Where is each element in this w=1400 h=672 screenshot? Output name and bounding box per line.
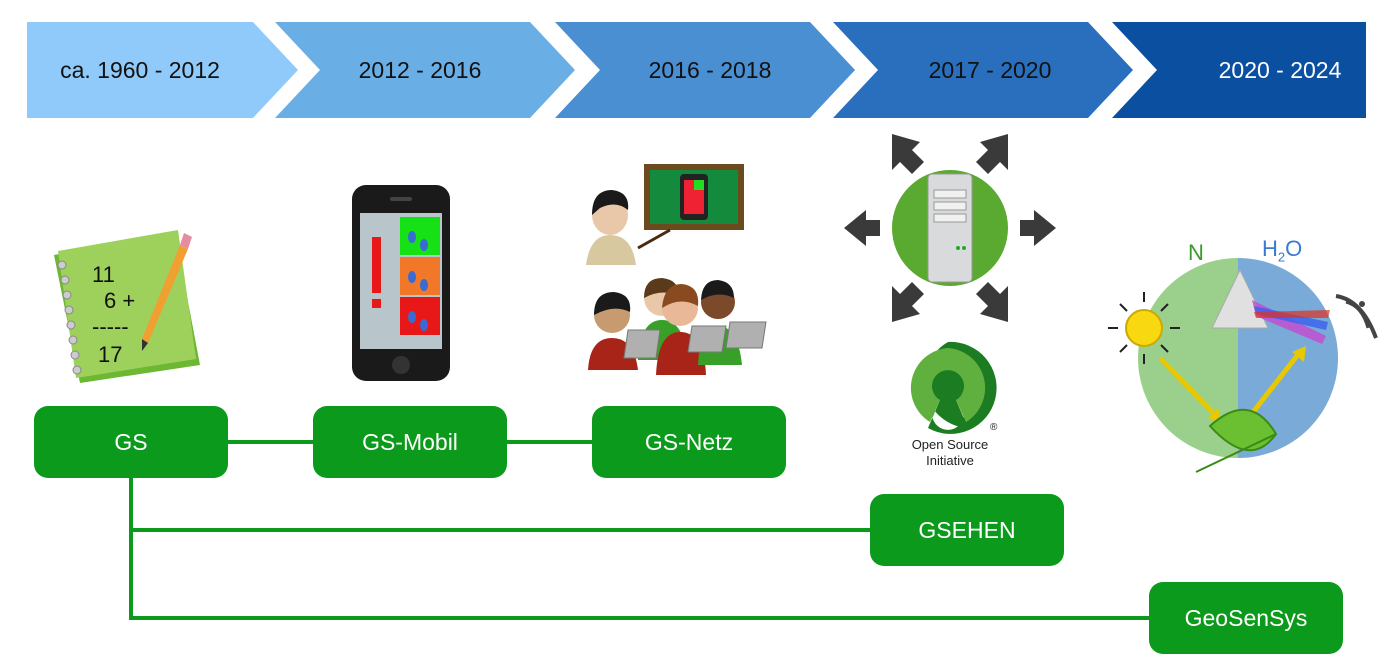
connector-geosensys (129, 616, 1154, 620)
connector-vertical (129, 476, 133, 620)
node-geosensys[interactable]: GeoSenSys (1149, 582, 1343, 654)
server-network-icon (840, 130, 1060, 325)
water-label-sub: 2 (1277, 249, 1286, 265)
connector-gsehen (129, 528, 874, 532)
smartphone-icon (352, 185, 452, 381)
timeline-arrow-5 (1112, 22, 1366, 118)
sensor-science-icon (1100, 240, 1390, 480)
node-gs-mobil[interactable]: GS-Mobil (313, 406, 507, 478)
notebook-line-2: 6 + (104, 288, 136, 313)
osi-label-line1: Open Source (911, 437, 989, 452)
node-gs[interactable]: GS (34, 406, 228, 478)
node-gsehen[interactable]: GSEHEN (870, 494, 1064, 566)
notebook-line-3: ----- (92, 314, 129, 339)
water-label-h: H (1262, 236, 1278, 261)
timeline-label-3: 2016 - 2018 (648, 56, 772, 83)
osi-mark: ® (990, 422, 998, 433)
timeline-arrow-2 (275, 22, 575, 118)
timeline-label-4: 2017 - 2020 (928, 56, 1052, 83)
water-label-o: O (1285, 236, 1303, 261)
classroom-icon (580, 160, 770, 385)
notebook-line-4: 17 (98, 342, 123, 367)
notebook-line-1: 11 (92, 262, 115, 287)
connector-gs-mobil (225, 440, 320, 444)
osi-logo-icon (898, 338, 998, 436)
nitrogen-label: N (1188, 240, 1204, 265)
notebook-icon (40, 225, 210, 390)
timeline-label-2: 2012 - 2016 (358, 56, 482, 83)
node-gs-netz[interactable]: GS-Netz (592, 406, 786, 478)
timeline-arrow-1 (27, 22, 298, 118)
timeline-arrows (27, 22, 1366, 118)
connector-mobil-netz (505, 440, 597, 444)
water-label: H2O (1262, 236, 1302, 264)
timeline-arrow-3 (555, 22, 855, 118)
timeline-arrow-4 (833, 22, 1133, 118)
osi-label-line2: Initiative (926, 453, 974, 468)
timeline-label-5: 2020 - 2024 (1218, 56, 1342, 83)
timeline-label-1: ca. 1960 - 2012 (60, 56, 220, 83)
